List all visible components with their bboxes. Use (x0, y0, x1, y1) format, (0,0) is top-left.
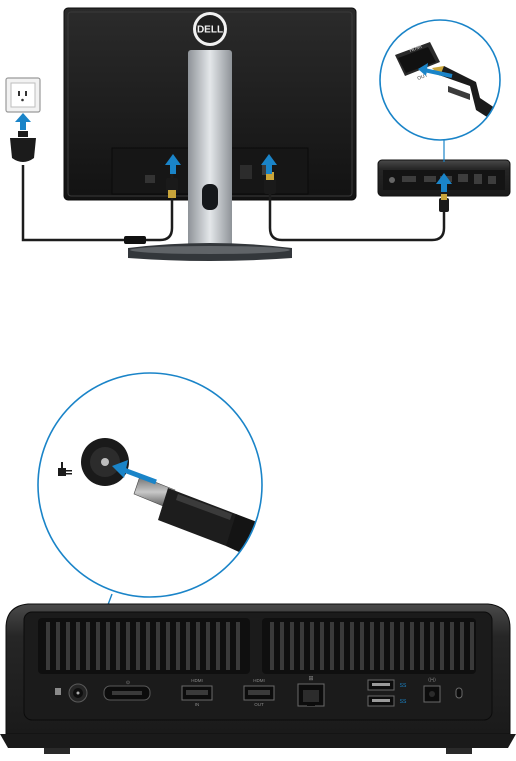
hdmi-zoom-callout: HDMI OUT (380, 20, 504, 140)
vent-slat (290, 622, 294, 670)
vent-slat (66, 622, 70, 670)
vent-slat (146, 622, 150, 670)
vent-slat (400, 622, 404, 670)
power-zoom-callout (38, 373, 262, 597)
vent-slat (460, 622, 464, 670)
mini-pc-back-panel: ⊙ HDMI IN HDMI OUT ⊞ (0, 604, 516, 754)
svg-text:⊙: ⊙ (126, 680, 130, 686)
vent-slat (206, 622, 210, 670)
vent-slat (280, 622, 284, 670)
vent-slat (390, 622, 394, 670)
dell-logo: DELL (193, 12, 227, 46)
vent-slat (360, 622, 364, 670)
svg-text:((•)): ((•)) (428, 677, 436, 682)
vent-slat (236, 622, 240, 670)
vent-slat (176, 622, 180, 670)
vent-slat (56, 622, 60, 670)
vent-slat (96, 622, 100, 670)
svg-text:SS: SS (400, 683, 407, 689)
vent-slat (166, 622, 170, 670)
vent-slat (156, 622, 160, 670)
svg-text:SS: SS (400, 699, 407, 705)
svg-text:HDMI: HDMI (253, 678, 265, 683)
vent-slat (76, 622, 80, 670)
svg-text:OUT: OUT (254, 702, 264, 707)
vent-slat (86, 622, 90, 670)
vent-slat (410, 622, 414, 670)
svg-text:⊞: ⊞ (308, 676, 313, 682)
vent-slat (46, 622, 50, 670)
vent-slat (116, 622, 120, 670)
vent-slat (470, 622, 474, 670)
svg-text:IN: IN (195, 702, 200, 707)
vent-slat (216, 622, 220, 670)
bottom-figure: ⊙ HDMI IN HDMI OUT ⊞ (0, 373, 516, 754)
vent-slat (186, 622, 190, 670)
vent-slat (106, 622, 110, 670)
vent-slat (226, 622, 230, 670)
svg-text:DELL: DELL (197, 25, 223, 36)
vent-slat (420, 622, 424, 670)
vent-slat (450, 622, 454, 670)
wall-outlet (6, 78, 40, 112)
security-lock-slot (456, 688, 462, 698)
vent-slat (380, 622, 384, 670)
vent-slat (440, 622, 444, 670)
vent-slat (300, 622, 304, 670)
vent-slat (320, 622, 324, 670)
vent-slat (136, 622, 140, 670)
vent-slat (330, 622, 334, 670)
power-plug-arrow (15, 113, 31, 130)
vent-slat (430, 622, 434, 670)
vent-slat (370, 622, 374, 670)
vent-slat (270, 622, 274, 670)
vent-slat (350, 622, 354, 670)
svg-text:HDMI: HDMI (191, 678, 203, 683)
vent-slat (310, 622, 314, 670)
top-figure: DELL (6, 8, 510, 261)
vent-slat (196, 622, 200, 670)
power-cable-coupler (124, 236, 146, 244)
vent-slat (126, 622, 130, 670)
vent-slat (340, 622, 344, 670)
